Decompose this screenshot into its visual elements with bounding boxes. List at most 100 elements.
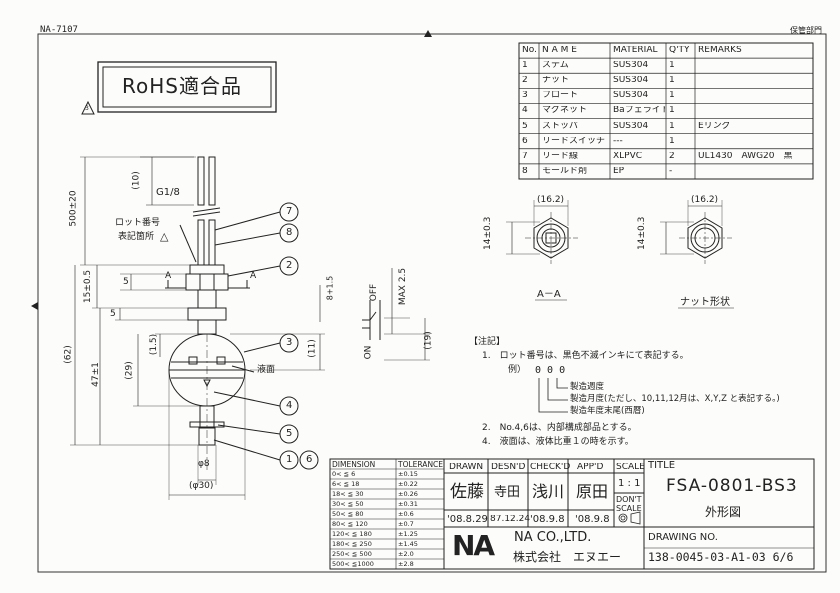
warning-note-number: 3 (85, 105, 89, 112)
tb-date-desnd: 87.12.24 (490, 515, 531, 524)
dim-phi-30: (φ30) (189, 481, 214, 491)
nut-shape-label: ナット形状 (680, 297, 730, 308)
parts-cell: 1 (669, 106, 675, 116)
parts-cell: 6 (522, 136, 528, 146)
tb-checkd-header: CHECK'D (530, 463, 571, 472)
parts-cell: SUS304 (613, 61, 649, 71)
tolerance-cell: ±1.25 (398, 531, 418, 538)
parts-cell: 3 (522, 91, 528, 101)
parts-cell: 1 (669, 76, 675, 86)
tb-scale-value: 1 : 1 (618, 479, 641, 489)
tb-dont-scale-2: SCALE (616, 505, 642, 513)
tolerance-cell: 6< ≦ 18 (332, 481, 360, 488)
dim-1-5: (1.5) (149, 333, 160, 356)
balloon-7: 7 (286, 206, 293, 217)
tolerance-cell: 500< ≦1000 (332, 561, 374, 568)
tb-dont-scale-1: DON'T (616, 496, 642, 504)
parts-cell: 2 (522, 76, 528, 86)
drawing-code: NA-7107 (40, 25, 78, 35)
lot-label-2: 表記箇所 (118, 232, 155, 242)
switch-off-label: OFF (369, 283, 380, 302)
balloon-4: 4 (286, 400, 293, 411)
tolerance-cell: ±0.22 (398, 481, 418, 488)
note-line-year: 製造年度末尾(西暦) (570, 406, 645, 416)
tb-drawing-no-label: DRAWING NO. (648, 532, 718, 543)
tolerance-cell: 180< ≦ 250 (332, 541, 372, 548)
lot-label-1: ロット番号 (115, 218, 161, 228)
nut-width: (16.2) (691, 195, 719, 205)
parts-cell: SUS304 (613, 121, 649, 131)
parts-cell: EP (613, 166, 625, 176)
dim-nut-height: 15±0.5 (83, 269, 94, 304)
tolerance-cell: 120< ≦ 180 (332, 531, 372, 538)
company-logo: NA (452, 529, 495, 562)
parts-cell: ステム (542, 61, 569, 71)
company-name-jp: 株式会社 エヌエー (513, 550, 622, 564)
section-mark-a-right: A (250, 271, 257, 281)
parts-cell: --- (613, 136, 623, 146)
parts-cell: XLPVC (613, 151, 643, 161)
tb-date-drawn: '08.8.29 (447, 515, 488, 525)
tolerance-cell: ±1.45 (398, 541, 418, 548)
note-line-month: 製造月度(ただし、10,11,12月は、X,Y,Z と表記する。) (570, 394, 780, 404)
tolerance-cell: ±0.26 (398, 491, 418, 498)
tolerance-cell: 80< ≦ 120 (332, 521, 368, 528)
parts-cell: Eリング (698, 121, 731, 131)
dim-5-b: 5 (110, 309, 116, 319)
nut-height: 14±0.3 (637, 216, 647, 250)
tb-signature-appd: 原田 (576, 482, 609, 501)
parts-cell: 8 (522, 166, 528, 176)
liquid-level-label: 液面 (257, 365, 276, 375)
center-mark-left (31, 302, 38, 310)
tb-signature-drawn: 佐藤 (450, 482, 484, 502)
tolerance-cell: ±0.15 (398, 471, 418, 478)
tolerance-cell: 18< ≦ 30 (332, 491, 364, 498)
parts-cell: ナット (542, 76, 570, 86)
parts-cell: 7 (522, 151, 528, 161)
note-example: 例） (508, 365, 527, 375)
tb-drawn-header: DRAWN (449, 463, 484, 472)
warning-triangle-lot-icon: △ (160, 230, 169, 243)
parts-cell: ストッパ (542, 121, 579, 131)
notes-title: 【注記】 (469, 337, 506, 347)
parts-cell: リード線 (542, 151, 579, 161)
tb-title-sub: 外形図 (705, 505, 742, 519)
parts-cell: 1 (522, 61, 528, 71)
parts-cell: モールド剤 (542, 166, 588, 176)
switch-on-label: ON (363, 345, 374, 360)
dim-stroke: 8+1.5 (325, 275, 335, 301)
dim-total-length: 500±20 (68, 190, 79, 227)
parts-cell: 4 (522, 106, 528, 116)
parts-cell: リードスイッチ (542, 136, 606, 146)
tolerance-cell: ±2.8 (398, 561, 414, 568)
tb-signature-desnd: 寺田 (494, 485, 521, 500)
balloon-1: 1 (286, 454, 293, 465)
tb-scale-header: SCALE (616, 463, 645, 472)
aa-height: 14±0.3 (483, 216, 493, 250)
dim-max-2-5: MAX 2.5 (398, 267, 409, 306)
dim-lead-length: (10) (131, 171, 142, 190)
note-4: 4. 液面は、液体比重１の時を示す。 (482, 437, 634, 447)
tolerance-header-cell: DIMENSION (332, 461, 376, 469)
parts-header-cell: N A M E (542, 46, 577, 55)
tolerance-cell: ±0.6 (398, 511, 414, 518)
tb-drawing-no: 138-0045-03-A1-03 6/6 (648, 550, 794, 564)
parts-header-cell: No. (522, 46, 537, 55)
parts-cell: 1 (669, 61, 675, 71)
parts-header-cell: MATERIAL (613, 46, 658, 55)
rohs-box-inner (102, 66, 272, 108)
tb-title-label: TITLE (648, 460, 676, 471)
dim-phi-8: φ8 (198, 459, 210, 469)
tb-date-checkd: '08.9.8 (530, 515, 565, 525)
parts-cell: 1 (669, 91, 675, 101)
parts-header-cell: Q'TY (669, 46, 690, 55)
note-2: 2. No.4,6は、内部構成部品とする。 (482, 423, 637, 433)
tb-date-appd: '08.9.8 (575, 515, 610, 525)
balloon-5: 5 (286, 428, 293, 439)
tolerance-header-cell: TOLERANCE (398, 461, 444, 469)
tb-title-main: FSA-0801-BS3 (666, 476, 798, 496)
balloon-6: 6 (306, 454, 313, 465)
dim-62: (62) (63, 345, 74, 364)
dim-29: (29) (124, 361, 135, 380)
